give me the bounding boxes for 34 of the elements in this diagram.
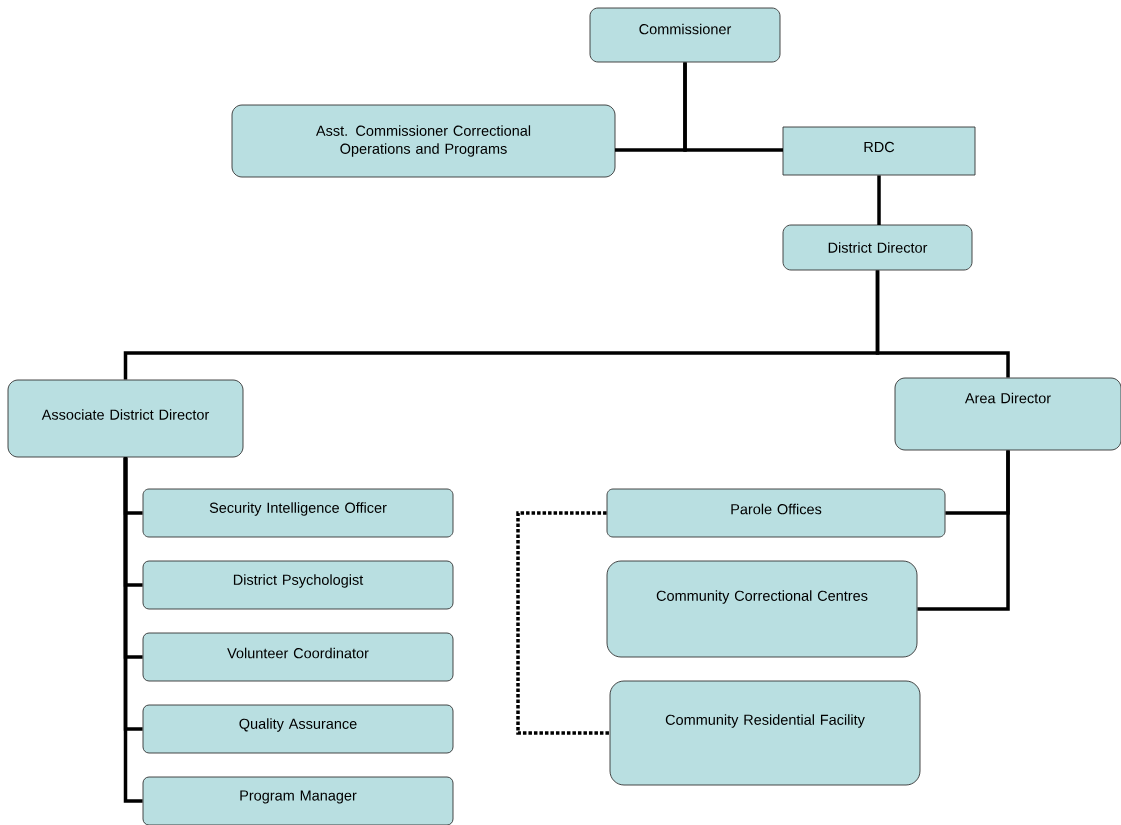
- box-label: Area Director: [964, 392, 1051, 404]
- org-box: [142, 488, 454, 538]
- connector-line: [123, 457, 143, 803]
- box-label: Commissioner: [639, 23, 732, 35]
- org-box: [606, 560, 918, 658]
- box-label: Volunteer Coordinator: [227, 647, 369, 659]
- org-box: [894, 377, 1121, 451]
- box-label: Asst. Commissioner Correctional Operations and Programs: [315, 125, 531, 157]
- org-box: [142, 560, 454, 610]
- org-box: [609, 680, 921, 786]
- org-box: [142, 632, 454, 682]
- box-label: District Psychologist: [233, 574, 364, 588]
- box-label: Quality Assurance: [239, 718, 357, 732]
- connector-line: [516, 511, 610, 735]
- org-box: [7, 379, 244, 458]
- org-box: [782, 126, 976, 176]
- box-label: Parole Offices: [731, 503, 822, 515]
- connector-line: [877, 175, 881, 225]
- box-label: Community Residential Facility: [665, 714, 865, 728]
- org-box: [606, 488, 946, 538]
- box-label: District Director: [828, 242, 928, 253]
- org-box: [142, 704, 454, 754]
- box-label: RDC: [864, 141, 895, 153]
- org-box: [231, 104, 616, 178]
- box-label: Program Manager: [240, 790, 357, 804]
- box-label: Community Correctional Centres: [656, 590, 868, 604]
- box-label: Security Intelligence Officer: [209, 502, 387, 516]
- org-box: [142, 776, 454, 825]
- box-label: Associate District Director: [41, 409, 210, 420]
- org-box: [782, 224, 973, 271]
- connector-line: [683, 62, 783, 152]
- org-box: [589, 7, 781, 63]
- connector-line: [917, 450, 1010, 611]
- connector-line: [875, 270, 1010, 378]
